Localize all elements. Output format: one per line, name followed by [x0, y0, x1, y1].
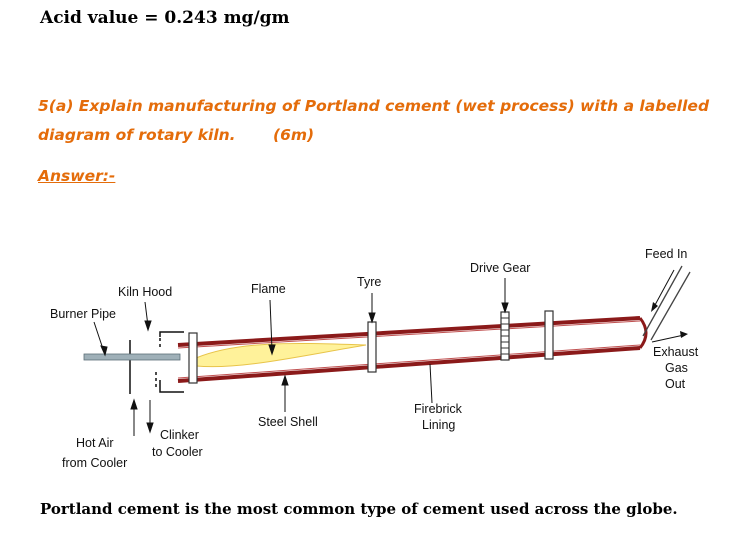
label-tyre: Tyre: [357, 275, 381, 289]
label-drive-gear: Drive Gear: [470, 261, 530, 275]
flame-shape: [195, 342, 367, 368]
kiln-hood: [129, 331, 184, 394]
label-from-cooler: from Cooler: [62, 456, 127, 470]
label-clinker: Clinker: [160, 428, 199, 442]
label-kiln-hood: Kiln Hood: [118, 285, 172, 299]
question-text: 5(a) Explain manufacturing of Portland c…: [38, 92, 728, 150]
acid-value-line: Acid value = 0.243 mg/gm: [40, 8, 290, 28]
exhaust-arrow: [651, 331, 688, 343]
drive-gear: [500, 311, 510, 361]
burner-pipe: [83, 353, 181, 361]
question-marks: (6m): [272, 126, 315, 144]
label-burner-pipe: Burner Pipe: [50, 307, 116, 321]
label-firebrick: Firebrick: [414, 402, 463, 416]
answer-heading: Answer:-: [38, 167, 116, 185]
label-exhaust: Exhaust: [653, 345, 699, 359]
label-gas: Gas: [665, 361, 688, 375]
label-lining: Lining: [422, 418, 455, 432]
question-body: 5(a) Explain manufacturing of Portland c…: [38, 97, 710, 144]
feed-in-pipe: [642, 265, 691, 341]
kiln-shell: [177, 316, 648, 383]
label-steel-shell: Steel Shell: [258, 415, 318, 429]
label-feed-in: Feed In: [645, 247, 687, 261]
body-paragraph: Portland cement is the most common type …: [40, 500, 678, 518]
label-to-cooler: to Cooler: [152, 445, 203, 459]
label-flame: Flame: [251, 282, 286, 296]
label-hot-air: Hot Air: [76, 436, 114, 450]
label-out: Out: [665, 377, 686, 391]
leader-lines: [93, 278, 509, 436]
